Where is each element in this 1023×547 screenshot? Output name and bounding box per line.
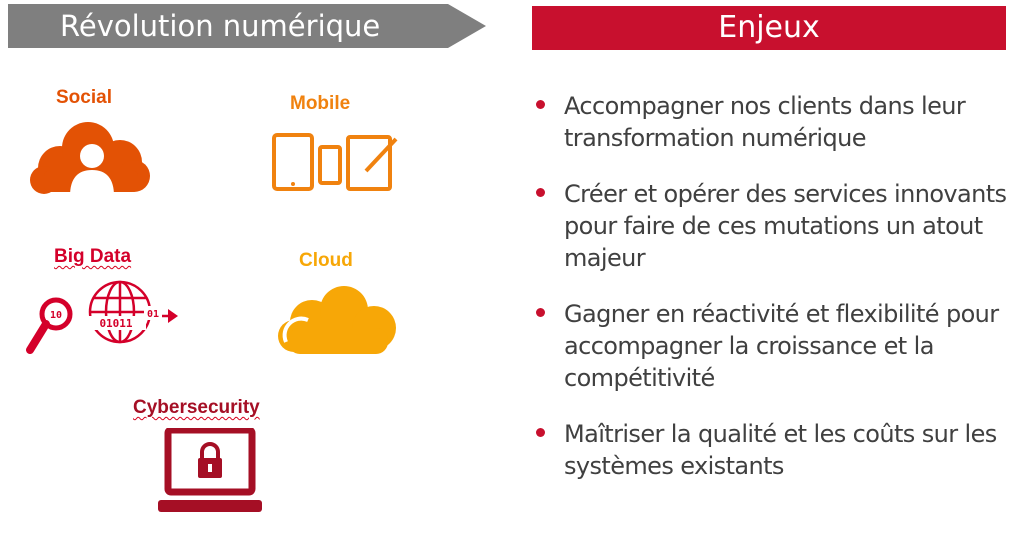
- enjeux-header: Enjeux: [532, 6, 1006, 50]
- bullet-item: Maîtriser la qualité et les coûts sur le…: [532, 418, 1012, 482]
- laptop-lock-icon: [158, 428, 262, 512]
- enjeux-bullet-list: Accompagner nos clients dans leur transf…: [532, 90, 1012, 506]
- bullet-text: Maîtriser la qualité et les coûts sur le…: [564, 420, 997, 480]
- bullet-dot: [536, 100, 545, 109]
- mobile-label: Mobile: [290, 93, 351, 114]
- bigdata-digits-middle: 01011: [99, 317, 132, 330]
- bullet-item: Créer et opérer des services innovants p…: [532, 178, 1012, 274]
- mobile-devices-icon: [272, 133, 398, 191]
- cloud-label: Cloud: [299, 250, 353, 271]
- bullet-text: Accompagner nos clients dans leur transf…: [564, 92, 966, 152]
- bullet-item: Accompagner nos clients dans leur transf…: [532, 90, 1012, 154]
- bigdata-digits-left: 10: [50, 310, 62, 321]
- social-label: Social: [56, 87, 112, 108]
- cybersecurity-label: Cybersecurity: [133, 397, 260, 418]
- revolution-numerique-title: Révolution numérique: [60, 9, 381, 43]
- bullet-dot: [536, 188, 545, 197]
- bullet-dot: [536, 308, 545, 317]
- bullet-text: Créer et opérer des services innovants p…: [564, 180, 1007, 272]
- header-arrow-shape: [8, 4, 486, 48]
- revolution-numerique-header: Révolution numérique: [8, 4, 486, 48]
- bullet-text: Gagner en réactivité et flexibilité pour…: [564, 300, 999, 392]
- bigdata-globe-icon: 10 01011 01: [26, 280, 178, 354]
- bullet-item: Gagner en réactivité et flexibilité pour…: [532, 298, 1012, 394]
- bullet-dot: [536, 428, 545, 437]
- bigdata-digits-right: 01: [147, 309, 159, 320]
- cloud-icon: [278, 286, 396, 354]
- social-icon: [30, 122, 150, 196]
- bigdata-label: Big Data: [54, 246, 132, 267]
